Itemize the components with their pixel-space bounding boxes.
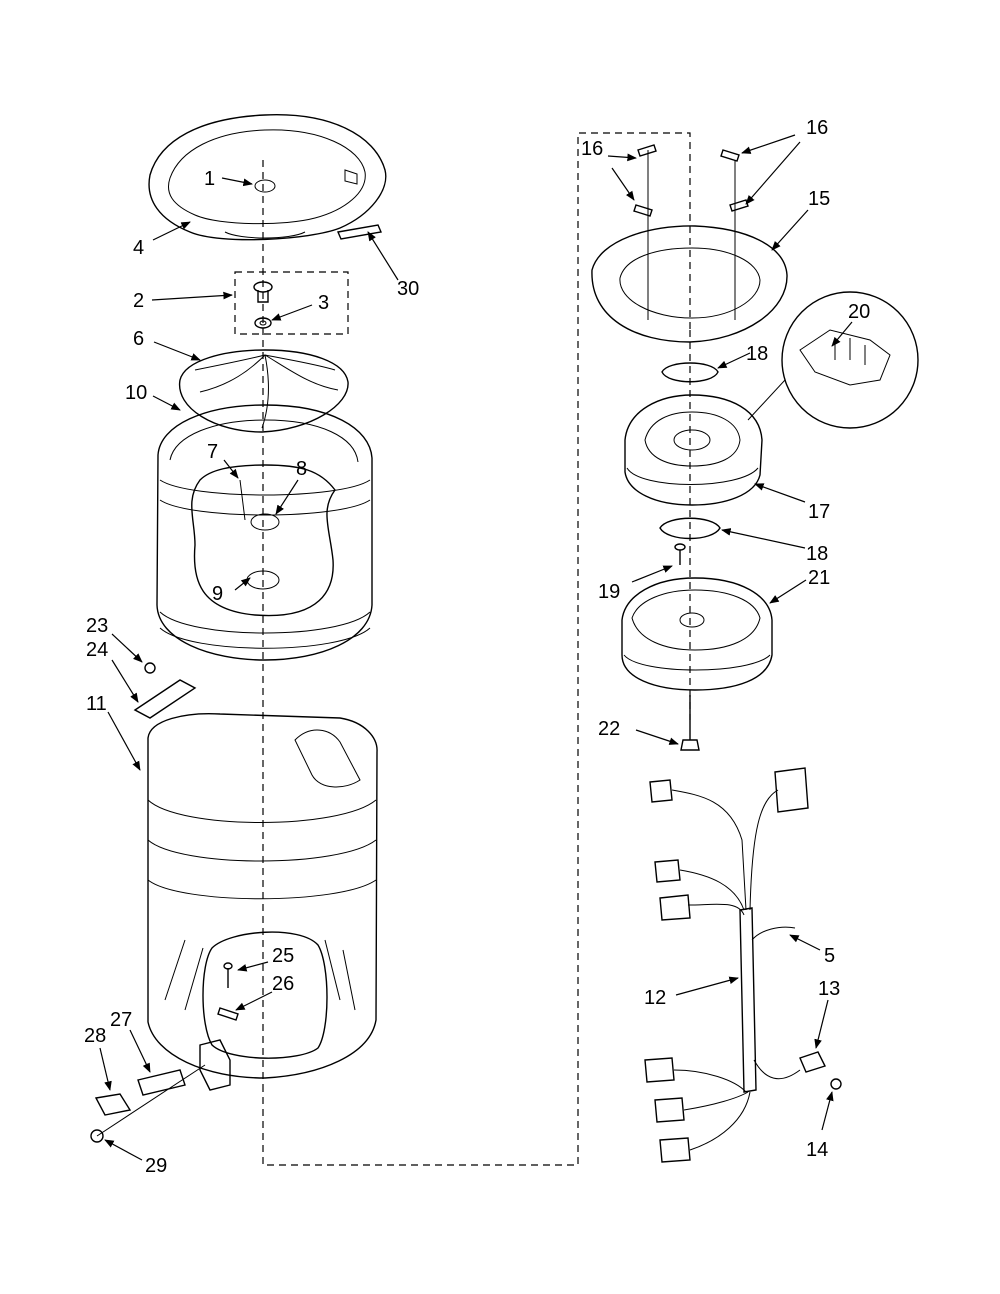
impeller-part (178, 349, 349, 433)
leader-lines (99, 134, 853, 1161)
tub-ring-part (148, 114, 387, 241)
washer-18-top (661, 362, 719, 383)
dashed-connection-line (262, 132, 691, 1166)
callout-28: 28 (84, 1025, 106, 1047)
callout-2: 2 (133, 290, 144, 312)
callout-23: 23 (86, 615, 108, 637)
callout-13: 13 (818, 978, 840, 1000)
hose-clip-parts (90, 1064, 206, 1143)
callout-17: 17 (808, 501, 830, 523)
callout-labels: 1 2 3 4 5 6 7 8 9 10 11 12 13 14 15 16 1… (84, 117, 870, 1177)
callout-18-top: 18 (746, 343, 768, 365)
washer-18-bottom (659, 517, 721, 540)
callout-9: 9 (212, 583, 223, 605)
callout-4: 4 (133, 237, 144, 259)
stator-part (624, 394, 763, 506)
callout-16-right: 16 (806, 117, 828, 139)
callout-18-bottom: 18 (806, 543, 828, 565)
callout-26: 26 (272, 973, 294, 995)
callout-22: 22 (598, 718, 620, 740)
callout-27: 27 (110, 1009, 132, 1031)
part-30-strip (337, 224, 382, 240)
callout-11: 11 (86, 693, 107, 715)
hub-nut-part (253, 281, 273, 329)
callout-8: 8 (296, 458, 307, 480)
outer-tub-part (147, 713, 378, 1091)
callout-15: 15 (808, 188, 830, 210)
hardware-group-box (234, 271, 349, 335)
callout-3: 3 (318, 292, 329, 314)
callout-20: 20 (848, 301, 870, 323)
callout-7: 7 (207, 441, 218, 463)
callout-10: 10 (125, 382, 147, 404)
callout-29: 29 (145, 1155, 167, 1177)
callout-5: 5 (824, 945, 835, 967)
sensor-13-14 (799, 1051, 842, 1090)
small-screws-25-26 (217, 962, 239, 1021)
detail-circle-20 (747, 291, 919, 429)
basket-part (156, 404, 373, 661)
callout-6: 6 (133, 328, 144, 350)
callout-14: 14 (806, 1139, 828, 1161)
wire-harness-part (644, 767, 809, 1163)
callout-21: 21 (808, 567, 830, 589)
callout-19: 19 (598, 581, 620, 603)
bracket-part (133, 662, 197, 719)
callout-30: 30 (397, 278, 419, 300)
pins-16 (633, 144, 749, 320)
screw-19 (674, 543, 686, 565)
callout-12: 12 (644, 987, 666, 1009)
bolt-22 (680, 695, 700, 751)
callout-16-left: 16 (581, 138, 603, 160)
stator-mount-ring-part (591, 225, 788, 343)
callout-1: 1 (204, 168, 215, 190)
callout-24: 24 (86, 639, 108, 661)
callout-25: 25 (272, 945, 294, 967)
rotor-part (621, 577, 773, 691)
